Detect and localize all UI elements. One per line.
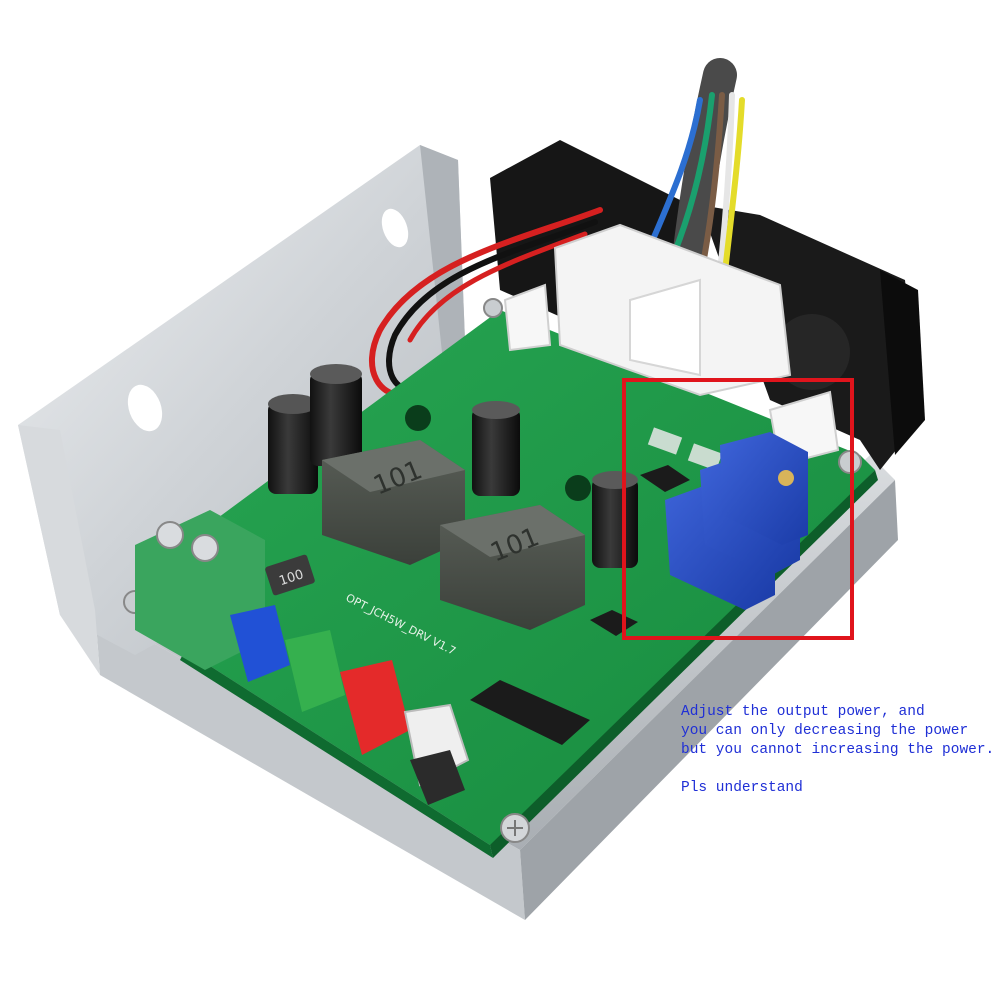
connectors (135, 510, 470, 805)
note-line-1: Adjust the output power, and (681, 704, 925, 720)
note-spacer (681, 760, 993, 779)
note-line-2: you can only decreasing the power (681, 723, 969, 739)
highlight-box (622, 378, 854, 640)
cooling-fans (490, 140, 925, 470)
inductors: 101 101 100 (265, 440, 585, 630)
small-inductor-marking: 100 (277, 567, 305, 589)
note-line-3: but you cannot increasing the power. (681, 742, 995, 758)
power-adjust-note: Adjust the output power, and you can onl… (681, 703, 995, 798)
potentiometers (665, 432, 808, 610)
capacitors (268, 364, 638, 568)
note-footer: Pls understand (681, 780, 803, 796)
